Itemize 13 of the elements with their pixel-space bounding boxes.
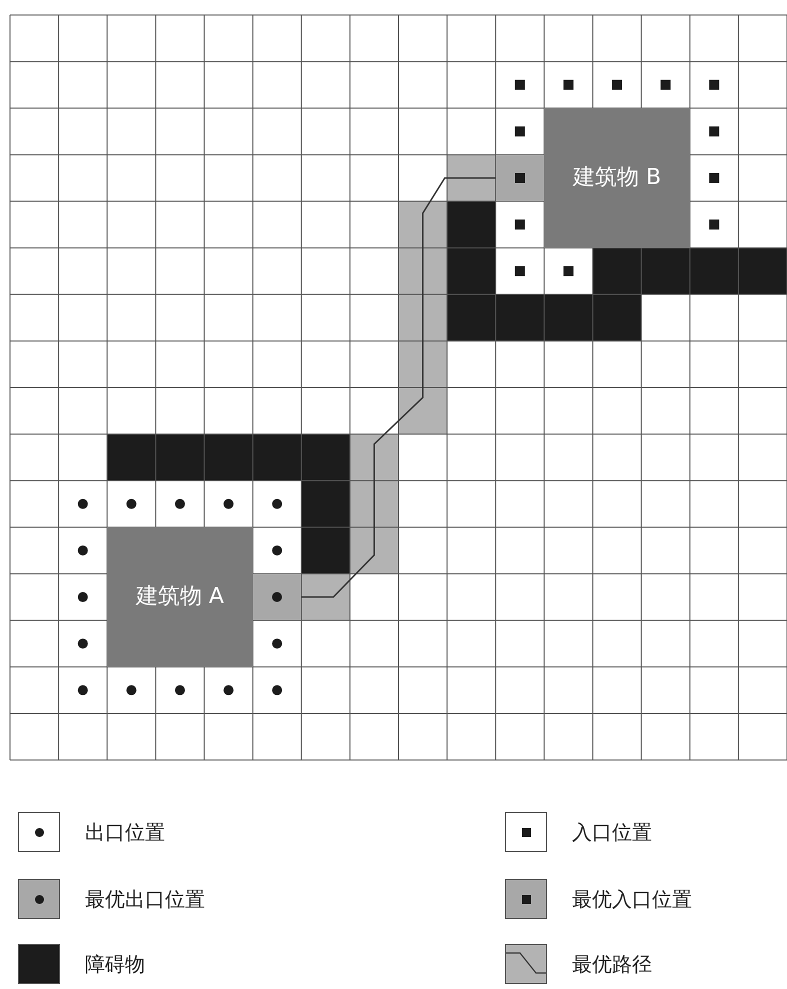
path-line (301, 177, 496, 598)
legend-label: 出口位置 (85, 820, 165, 844)
legend-label: 最优入口位置 (572, 887, 692, 911)
optimal-entry-cell (496, 154, 544, 202)
building-label: 建筑物 A (134, 583, 225, 612)
legend-label: 最优路径 (572, 952, 652, 976)
optimal-exit-cell (252, 574, 302, 620)
legend-label: 入口位置 (572, 820, 652, 844)
building-block (544, 108, 690, 248)
legend-label: 障碍物 (85, 952, 145, 976)
building-label: 建筑物 B (572, 164, 662, 192)
legend-label: 最优出口位置 (85, 887, 205, 911)
building-block (107, 527, 253, 667)
